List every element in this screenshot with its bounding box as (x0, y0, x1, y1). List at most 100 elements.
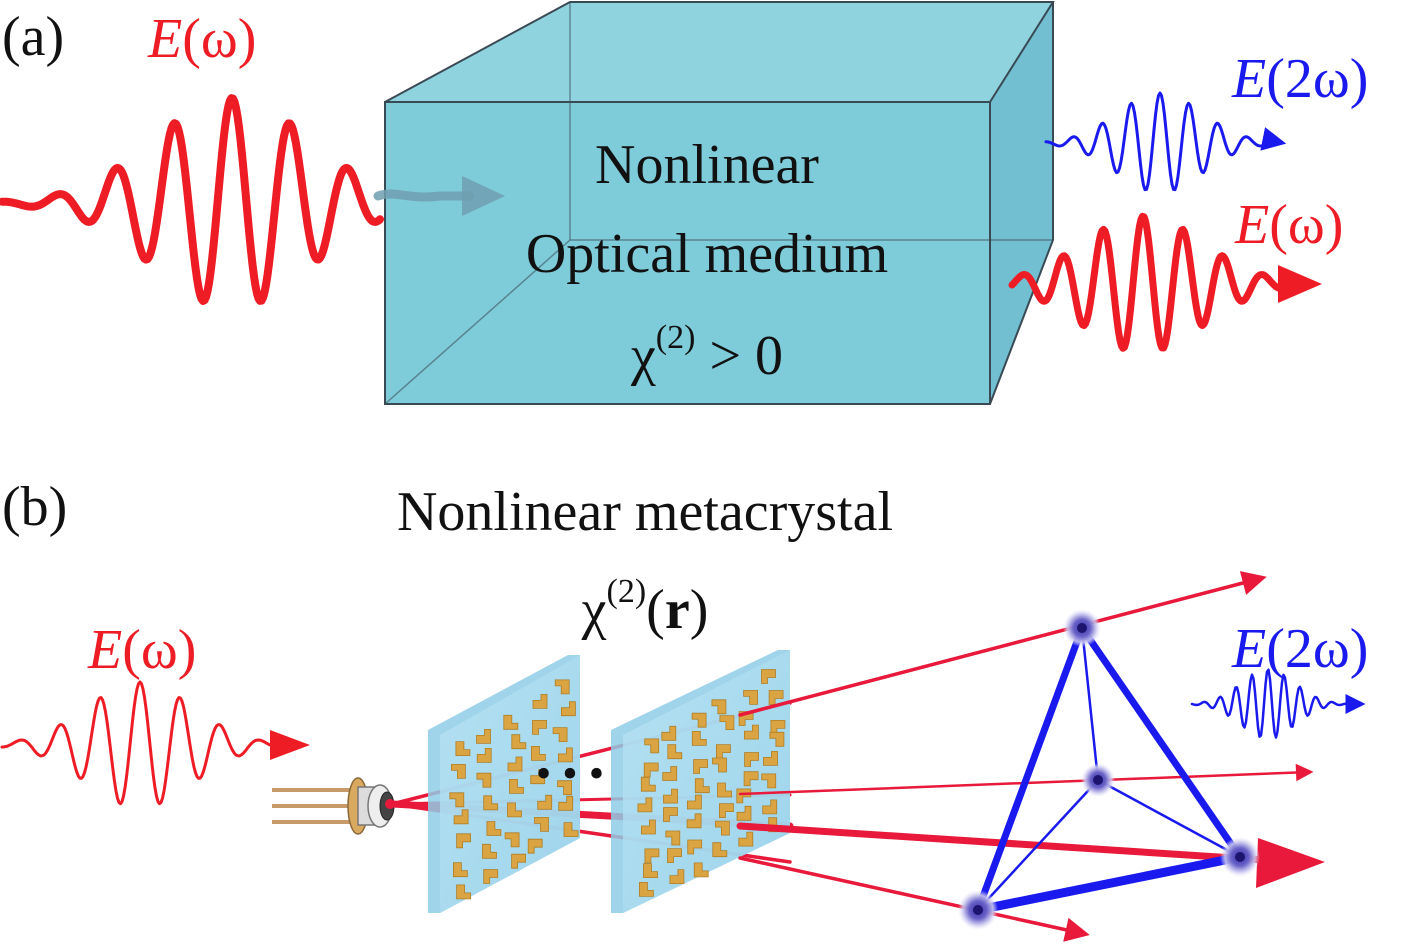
panel-a-input-field-label: E(ω) (147, 8, 256, 70)
meta-atom (561, 701, 576, 717)
meta-atom (644, 738, 660, 754)
node-bottom (958, 890, 998, 930)
metasurface-plate-1 (428, 655, 580, 913)
meta-atom (532, 694, 548, 709)
meta-atom (667, 744, 683, 760)
meta-atom (719, 715, 735, 730)
meta-atom (763, 751, 778, 766)
meta-atom (530, 769, 546, 785)
meta-atom (507, 802, 522, 818)
meta-atom (483, 869, 499, 884)
meta-atom (687, 839, 703, 855)
meta-atom (455, 741, 471, 756)
meta-atom (483, 795, 499, 811)
meta-atom (644, 848, 660, 864)
meta-atom (643, 762, 659, 778)
meta-atom (639, 882, 654, 897)
meta-atom (452, 862, 468, 878)
meta-atom (719, 803, 734, 818)
panel-b-sh-field-label: E(2ω) (1231, 618, 1368, 680)
panel-b-tag: (b) (2, 476, 67, 538)
meta-atom (687, 794, 702, 810)
meta-atom (694, 778, 710, 794)
meta-atom (761, 773, 777, 789)
meta-atom (640, 776, 656, 792)
meta-atom (663, 788, 678, 804)
meta-atom (552, 727, 568, 742)
meta-atom (486, 821, 502, 836)
meta-atom (504, 832, 520, 848)
meta-atom (527, 838, 543, 854)
meta-atom (558, 795, 574, 811)
meta-atom (558, 747, 573, 763)
tetrahedron-graph (958, 609, 1260, 930)
meta-atom (503, 714, 519, 730)
node-top (1063, 609, 1101, 647)
inner-arrowhead-icon (462, 176, 505, 216)
panel-a-tag: (a) (2, 6, 64, 68)
meta-atom (453, 809, 469, 825)
meta-atom (691, 731, 707, 746)
meta-atoms-plate-1 (449, 679, 579, 900)
output-fundamental-wave (1008, 212, 1286, 352)
meta-atom (665, 830, 681, 846)
meta-atom (686, 813, 702, 829)
meta-atom (643, 863, 658, 878)
node-middle (1081, 763, 1115, 797)
node-right (1220, 837, 1260, 877)
chi2-r-label: χ(2)(r) (581, 573, 709, 641)
meta-atom (509, 779, 524, 794)
meta-atom (738, 831, 754, 847)
meta-atom (711, 699, 727, 715)
meta-atom (534, 817, 549, 832)
plate-ellipsis: • • • (536, 749, 604, 798)
panel-a-sh-field-label: E(2ω) (1231, 48, 1368, 110)
meta-atom (511, 853, 526, 869)
meta-atom (769, 731, 785, 747)
meta-atom (531, 746, 546, 761)
laser-diode-icon (272, 777, 395, 835)
meta-atom (762, 799, 778, 815)
input-fundamental-wave (0, 94, 384, 305)
beam-upper (738, 571, 1267, 717)
meta-atom (712, 842, 728, 858)
meta-atom (712, 757, 727, 773)
meta-atom (637, 797, 653, 813)
meta-atom (743, 690, 758, 705)
meta-atom (661, 725, 677, 741)
meta-atom (563, 822, 579, 837)
meta-atom (744, 752, 759, 767)
metacrystal-title: Nonlinear metacrystal (397, 481, 893, 543)
meta-atom (557, 780, 572, 796)
meta-atom (691, 712, 707, 728)
meta-atom (456, 833, 472, 849)
meta-atom (743, 771, 759, 787)
meta-atom (744, 724, 759, 740)
panel-a-output-field-label: E(ω) (1234, 194, 1343, 256)
meta-atom (482, 843, 497, 859)
meta-atom (693, 862, 709, 878)
meta-atom (663, 807, 678, 822)
panel-b-sh-wave (1190, 668, 1366, 739)
panel-a: (a) E(ω) Nonlinear Optical medium χ(2) >… (0, 0, 1368, 405)
meta-atom (641, 819, 656, 835)
meta-atom (669, 869, 685, 884)
meta-atom (736, 805, 752, 821)
meta-atom (761, 669, 776, 684)
panel-b-input-arrowhead-icon (270, 730, 310, 760)
panel-b-input-wave (0, 680, 274, 806)
panel-b-input-field-label: E(ω) (87, 619, 196, 681)
meta-atom (511, 734, 527, 750)
meta-atom (693, 759, 708, 774)
meta-atom (667, 848, 682, 863)
panel-b: (b) Nonlinear metacrystal χ(2)(r) E(ω) •… (0, 476, 1368, 942)
strong-beam-arrowhead-icon (1256, 838, 1325, 888)
meta-atom (476, 748, 492, 763)
meta-atom (476, 772, 492, 788)
meta-atom (450, 764, 466, 779)
nonlinear-crystal (384, 0, 1055, 405)
meta-atom (532, 720, 547, 735)
metasurface-plate-2 (611, 650, 790, 913)
meta-atom (449, 792, 465, 808)
